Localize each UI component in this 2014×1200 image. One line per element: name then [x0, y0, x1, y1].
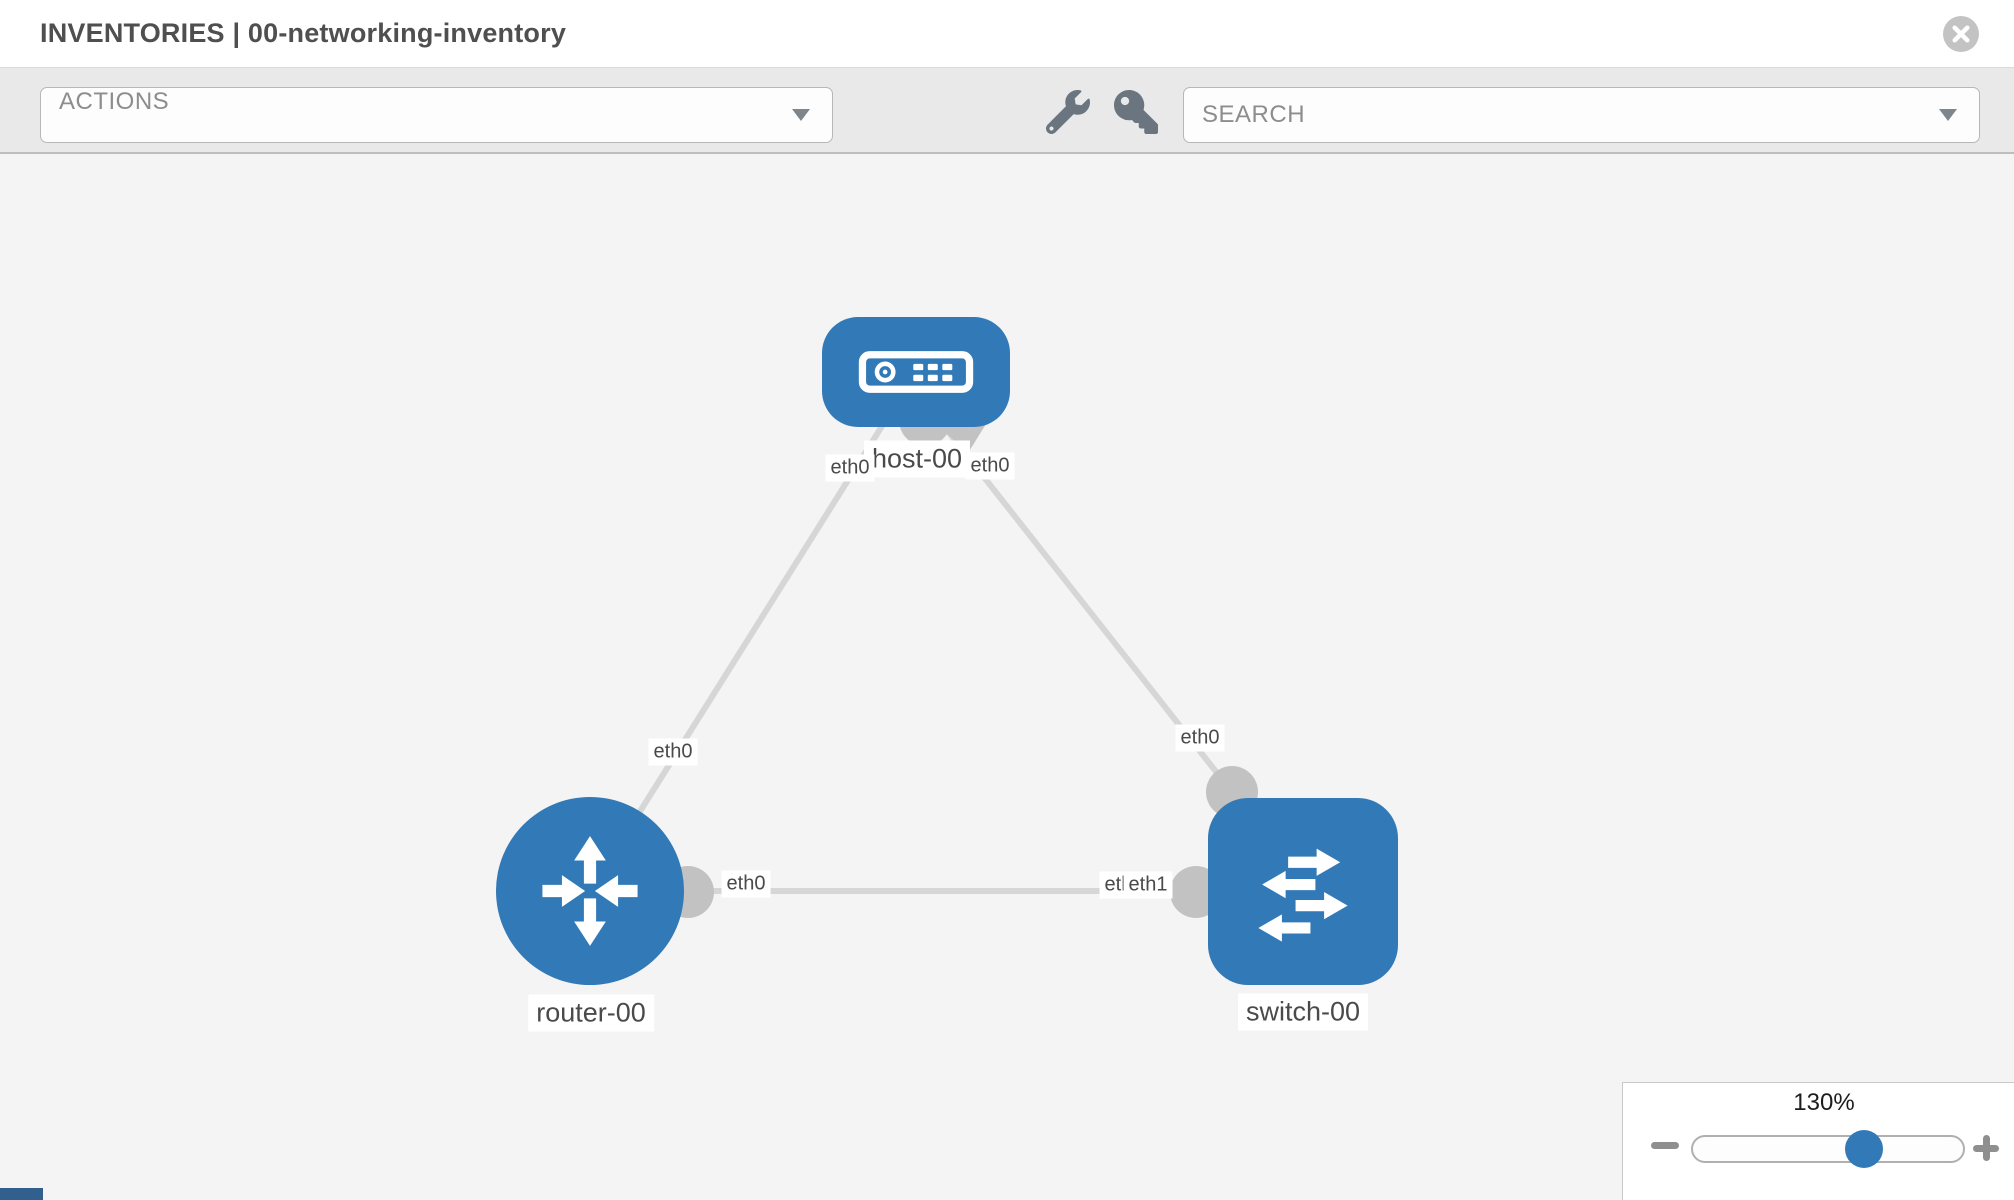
iface-label-switch-eth1: eth1: [1123, 871, 1173, 899]
page-title: INVENTORIES | 00-networking-inventory: [40, 18, 567, 48]
tools-button[interactable]: [1045, 89, 1090, 135]
bottom-left-panel-peek: [0, 1188, 43, 1200]
switch-icon: [1258, 848, 1348, 942]
iface-label-host-switch-eth0: eth0: [1175, 724, 1225, 752]
zoom-panel: 130%: [1622, 1082, 2014, 1200]
close-icon: [1952, 25, 1970, 43]
actions-dropdown[interactable]: ACTIONS: [40, 87, 833, 143]
iface-label-host-right-eth0: eth0: [965, 452, 1015, 480]
search-box[interactable]: [1183, 87, 1980, 143]
search-chevron-down-icon: [1939, 109, 1957, 121]
node-label-host-00: host-00: [863, 440, 971, 478]
zoom-slider-handle[interactable]: [1845, 1130, 1883, 1168]
header-bar: INVENTORIES | 00-networking-inventory: [0, 0, 2014, 68]
search-input[interactable]: [1184, 87, 1939, 143]
credentials-button[interactable]: [1114, 90, 1158, 134]
close-button[interactable]: [1943, 16, 1979, 52]
toolbar: ACTIONS: [0, 68, 2014, 154]
wrench-icon: [1045, 89, 1090, 135]
topology-canvas[interactable]: host-00 router-00 switch-00 eth0 eth0 et…: [0, 152, 2014, 1200]
zoom-out-icon[interactable]: [1651, 1142, 1679, 1149]
node-label-switch-00: switch-00: [1237, 993, 1369, 1031]
node-router-00[interactable]: [496, 797, 684, 985]
zoom-in-icon[interactable]: [1973, 1135, 1999, 1161]
iface-label-host-router-eth0: eth0: [648, 738, 698, 766]
node-switch-00[interactable]: [1208, 798, 1398, 985]
zoom-level-text: 130%: [1793, 1089, 1855, 1116]
node-host-00[interactable]: [822, 317, 1010, 427]
actions-dropdown-label: ACTIONS: [59, 88, 170, 115]
node-label-router-00: router-00: [528, 994, 654, 1032]
iface-label-router-eth0: eth0: [721, 870, 771, 898]
router-icon: [542, 836, 638, 946]
chevron-down-icon: [792, 109, 810, 121]
key-icon: [1114, 90, 1158, 134]
zoom-slider-track[interactable]: [1691, 1135, 1965, 1163]
host-icon: [858, 351, 974, 393]
iface-label-host-left-eth0: eth0: [825, 454, 875, 482]
